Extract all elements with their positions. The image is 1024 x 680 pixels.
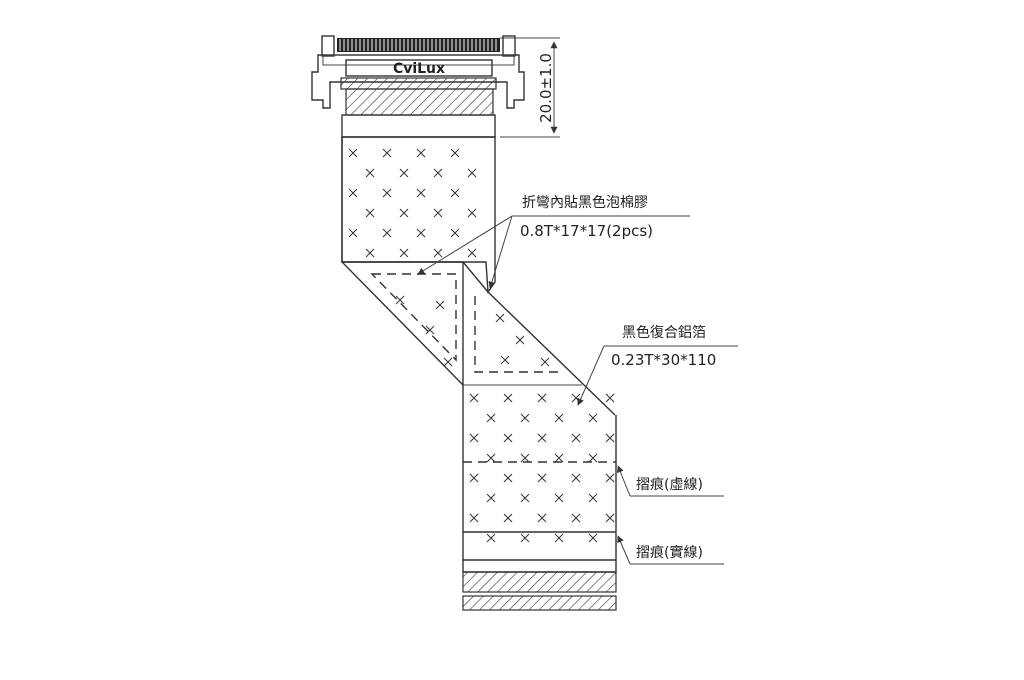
callout-fold-dashed: 摺痕(虛線) — [617, 465, 724, 497]
cable-bottom-contact — [462, 595, 617, 611]
connector-slot-top — [340, 77, 497, 90]
callout-foam: 折彎內貼黑色泡棉膠 0.8T*17*17(2pcs) — [417, 194, 690, 289]
connector-stiffener — [345, 88, 494, 116]
foam-pad-left — [370, 273, 457, 362]
dimension-label: 20.0±1.0 — [537, 53, 555, 123]
callout-foam-leader-left — [417, 215, 513, 275]
connector-body — [311, 54, 525, 109]
callout-foam-title: 折彎內貼黑色泡棉膠 — [522, 194, 648, 211]
cable-fold-outline — [340, 261, 464, 387]
connector-pins — [337, 38, 500, 52]
connector-latch-right — [502, 35, 516, 57]
cable-neck — [341, 114, 496, 138]
foil-marks-lower — [469, 393, 615, 543]
callout-foil-spec: 0.23T*30*110 — [611, 351, 716, 369]
callout-foil-title: 黑色復合鋁箔 — [622, 324, 706, 341]
callout-foil: 黑色復合鋁箔 0.23T*30*110 — [577, 324, 738, 406]
callout-fold-dashed-label: 摺痕(虛線) — [636, 477, 703, 493]
foam-pad-right — [474, 296, 558, 373]
callout-fold-solid: 摺痕(實線) — [617, 535, 724, 565]
cable-fold-section — [340, 261, 616, 416]
callout-foam-spec: 0.8T*17*17(2pcs) — [520, 222, 653, 240]
foil-marks-upper — [348, 148, 477, 258]
connector-logo-plate — [345, 59, 493, 77]
callout-fold-solid-label: 摺痕(實線) — [636, 544, 703, 561]
callout-foam-leader-right — [488, 215, 513, 289]
foil-marks-fold — [395, 295, 550, 367]
callout-foil-leader — [577, 345, 605, 406]
connector: CviLux — [311, 35, 525, 116]
cable-upper-section — [341, 114, 496, 295]
cable-upper-body — [341, 136, 496, 295]
cable-lower-section — [462, 384, 617, 611]
connector-latch-left — [321, 35, 335, 57]
dimension-height: 20.0±1.0 — [500, 37, 560, 138]
connector-brand-logo: CviLux — [393, 61, 445, 77]
connector-top-rim — [322, 54, 515, 66]
cable-lower-body — [462, 385, 617, 573]
cable-bottom-stiffener — [462, 571, 617, 593]
